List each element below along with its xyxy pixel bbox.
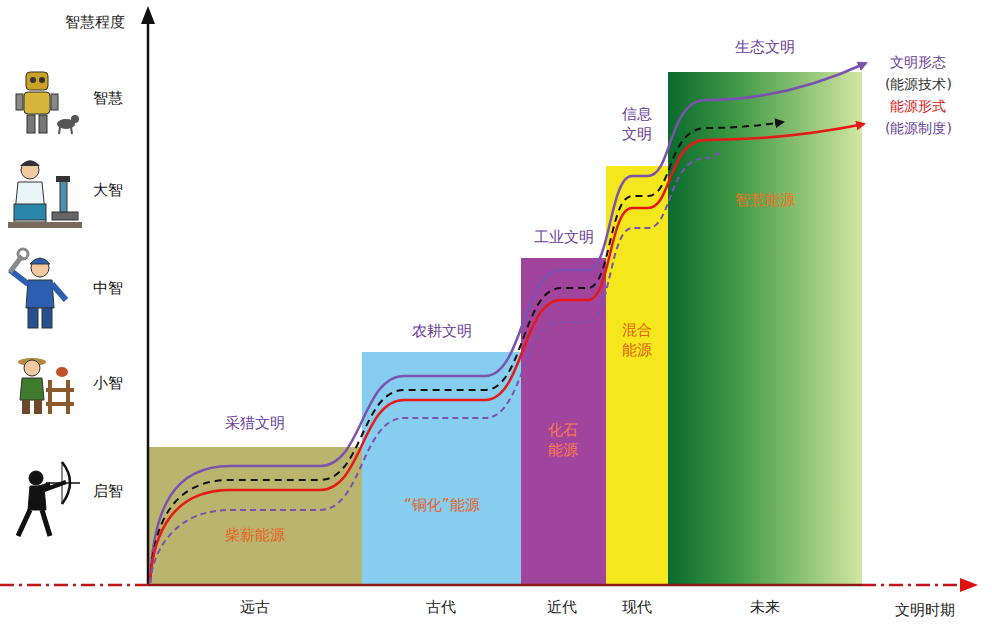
civilization-title: 信息 文明	[620, 104, 655, 144]
era-band: 采猎文明柴薪能源	[148, 447, 362, 585]
civilization-title: 生态文明	[735, 37, 795, 57]
curve-label: 文明形态	[890, 52, 946, 72]
curve-label: (能源制度)	[885, 118, 952, 138]
axis-title: 文明时期	[895, 600, 955, 620]
trend-curve	[150, 122, 783, 583]
axis-title: 智慧程度	[65, 12, 125, 32]
civilization-title: 采猎文明	[225, 413, 285, 433]
level-label: 大智	[93, 180, 123, 200]
civilization-title: 农耕文明	[412, 321, 472, 341]
scientist-icon	[8, 161, 82, 229]
era-band: 生态文明智慧能源	[668, 72, 862, 585]
level-label: 启智	[93, 481, 123, 501]
energy-label: 化石 能源	[546, 420, 581, 460]
period-label: 远古	[240, 597, 270, 617]
energy-label: 混合 能源	[620, 320, 655, 360]
level-label: 智慧	[93, 88, 123, 108]
energy-label: 柴薪能源	[225, 525, 285, 545]
period-label: 近代	[547, 597, 577, 617]
farmer-icon	[18, 358, 74, 414]
curve-label: (能源技术)	[885, 74, 952, 94]
civilization-title: 工业文明	[534, 227, 594, 247]
robot-icon	[16, 72, 79, 134]
era-band: 工业文明化石 能源	[521, 258, 606, 585]
period-label: 古代	[426, 597, 456, 617]
period-label: 现代	[622, 597, 652, 617]
energy-label: 智慧能源	[735, 190, 795, 210]
level-label: 中智	[93, 278, 123, 298]
curve-label: 能源形式	[890, 96, 946, 116]
trend-curve	[150, 150, 722, 583]
period-label: 未来	[750, 597, 780, 617]
trend-curve	[150, 63, 866, 583]
archer-icon	[18, 462, 80, 536]
era-band: 农耕文明“铜化”能源	[362, 352, 521, 585]
worker-icon	[10, 249, 66, 328]
era-band: 信息 文明混合 能源	[606, 166, 668, 585]
level-label: 小智	[93, 373, 123, 393]
trend-curve	[150, 124, 864, 583]
energy-label: “铜化”能源	[404, 495, 480, 515]
